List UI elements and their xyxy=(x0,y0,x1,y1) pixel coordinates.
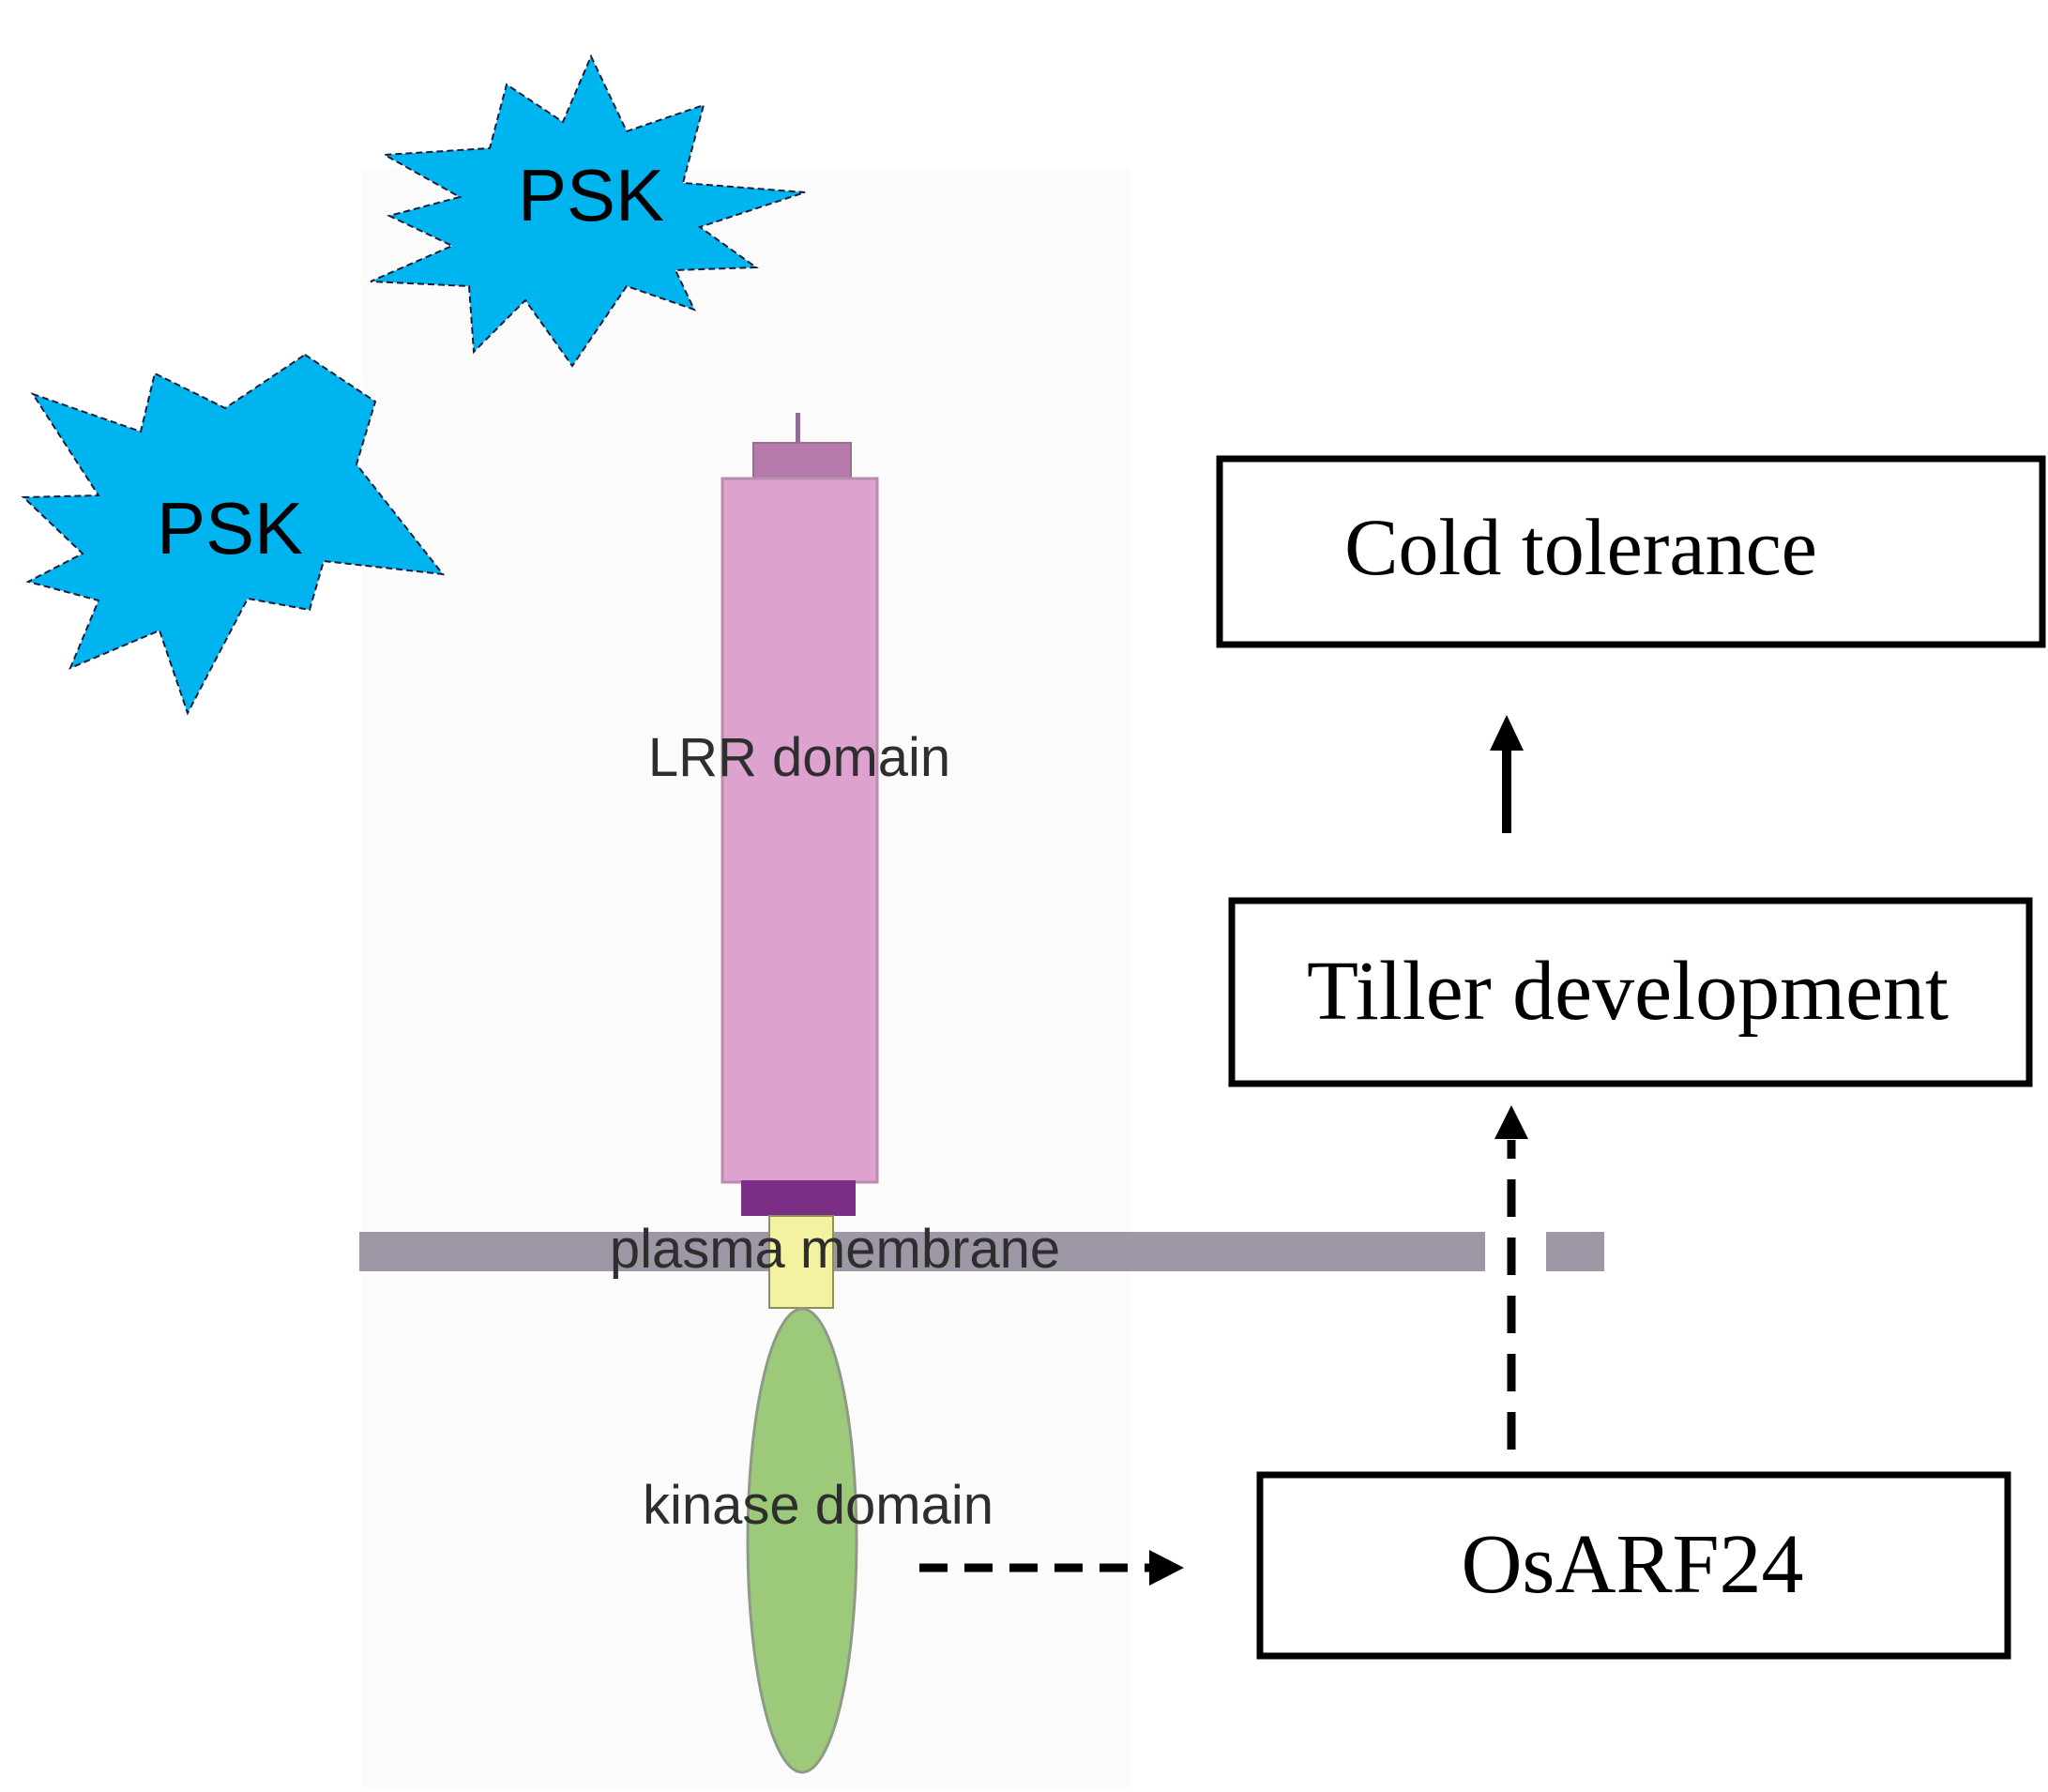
osarf24-box: OsARF24 xyxy=(1256,1471,2011,1660)
lrr-cap xyxy=(752,442,852,479)
cold-tolerance-label: Cold tolerance xyxy=(1344,502,1817,592)
arrow-head-up-solid xyxy=(1490,715,1524,751)
plasma-membrane-label: plasma membrane xyxy=(610,1219,1060,1280)
kinase-domain-label: kinase domain xyxy=(643,1475,994,1536)
arrow-head-up-dashed xyxy=(1494,1105,1528,1139)
tiller-to-cold-arrow xyxy=(1490,715,1524,833)
osarf24-to-tiller-arrow xyxy=(1494,1105,1528,1450)
lrr-domain-label: LRR domain xyxy=(648,727,950,788)
membrane-band-right xyxy=(1546,1232,1604,1271)
psk-signal-left: PSK xyxy=(21,353,446,716)
plasma-membrane xyxy=(359,1232,1604,1271)
cold-tolerance-box: Cold tolerance xyxy=(1216,455,2046,648)
arrow-head-right xyxy=(1149,1550,1184,1586)
kinase-domain-shape xyxy=(746,1307,858,1774)
psk-receptor xyxy=(721,413,879,1774)
lrr-domain-body xyxy=(721,477,879,1184)
psk-burst-top-shape xyxy=(370,53,806,368)
psk-signal-top: PSK xyxy=(370,53,806,368)
juxtamembrane-region xyxy=(741,1180,856,1216)
psk-burst-left-shape xyxy=(21,353,446,716)
tiller-development-box: Tiller development xyxy=(1228,897,2033,1087)
membrane-band-left xyxy=(359,1232,1485,1271)
psk-label-top: PSK xyxy=(518,154,664,236)
psk-label-left: PSK xyxy=(157,487,303,569)
osarf24-label: OsARF24 xyxy=(1461,1518,1803,1611)
tiller-development-label: Tiller development xyxy=(1307,945,1949,1038)
kinase-to-osarf24-arrow xyxy=(919,1550,1184,1586)
receptor-tip xyxy=(796,413,800,446)
